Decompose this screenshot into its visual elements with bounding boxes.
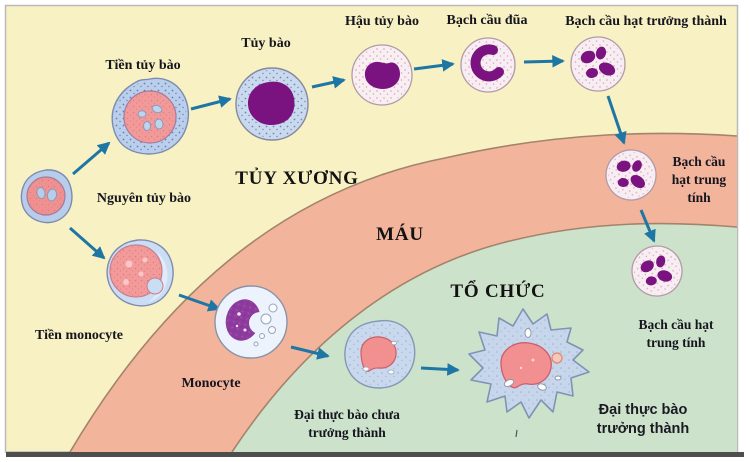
neutrophil-blood-label-line2: hạt trung <box>672 172 727 187</box>
neutrophil-blood-label-line1: Bạch cầu <box>673 154 726 169</box>
arrow-neutrophil-to-tissue <box>639 209 656 243</box>
bone-marrow-region-label: TỦY XƯƠNG <box>235 167 358 189</box>
metamyelocyte-cell <box>351 44 413 106</box>
promyelocyte-cell <box>111 77 190 155</box>
myelocyte-cell <box>235 67 309 141</box>
blood-region-label: MÁU <box>376 223 424 245</box>
flow-arrows <box>69 54 656 376</box>
neutrophil-blood-label-line3: tính <box>687 190 711 205</box>
band-cell <box>460 37 516 93</box>
neutrophil-tissue-cell <box>631 245 683 297</box>
mature-granulocyte-cell <box>570 36 626 92</box>
arrow-promyelocyte-to-myelocyte <box>190 95 232 111</box>
mature-macrophage-cell <box>468 308 590 419</box>
monocyte-label: Monocyte <box>181 376 240 391</box>
arrow-myeloblast-to-promonocyte <box>69 226 106 260</box>
immature-macrophage-label-line2: trưởng thành <box>308 425 386 440</box>
arrow-promonocyte-to-monocyte <box>178 293 221 312</box>
arrow-myelocyte-to-metamyelocyte <box>311 76 346 89</box>
band-cell-label: Bạch cầu đũa <box>447 13 528 28</box>
neutrophil-tissue-label-line2: trung tính <box>647 335 706 350</box>
tissue-region-label: TỔ CHỨC <box>450 280 545 302</box>
marrow-blood-boundary <box>69 132 737 452</box>
mature-macrophage-label-line1: Đại thực bào <box>599 402 688 418</box>
promonocyte-label: Tiền monocyte <box>35 328 123 343</box>
arrow-metamyelocyte-to-band <box>413 59 455 72</box>
myeloblast-label: Nguyên tủy bào <box>97 191 191 206</box>
arrow-granulocyte-to-blood <box>606 95 627 145</box>
monocyte-cell <box>214 285 288 359</box>
myeloblast-cell <box>20 169 73 224</box>
arrow-myeloblast-to-promyelocyte <box>72 141 111 176</box>
immature-macrophage-cell <box>344 319 416 389</box>
metamyelocyte-label: Hậu tủy bào <box>345 14 419 29</box>
promonocyte-cell <box>106 239 174 307</box>
neutrophil-blood-cell <box>605 149 657 201</box>
immature-macrophage-label-line1: Đại thực bào chưa <box>294 407 400 422</box>
promyelocyte-label: Tiền tủy bào <box>105 58 180 73</box>
blood-tissue-boundary <box>231 222 737 452</box>
bottom-border-bar <box>6 452 744 457</box>
neutrophil-tissue-label-line1: Bạch cầu hạt <box>638 317 714 332</box>
stray-mark <box>515 429 518 438</box>
arrow-immature-to-mature-macrophage <box>420 363 460 376</box>
mature-macrophage-label-line2: trưởng thành <box>597 421 690 437</box>
myelocyte-label: Tủy bào <box>241 36 290 51</box>
mature-granulocyte-label: Bạch cầu hạt trưởng thành <box>565 14 727 29</box>
arrow-band-to-granulocyte <box>523 54 565 68</box>
arrow-monocyte-to-immature-macrophage <box>290 345 330 360</box>
